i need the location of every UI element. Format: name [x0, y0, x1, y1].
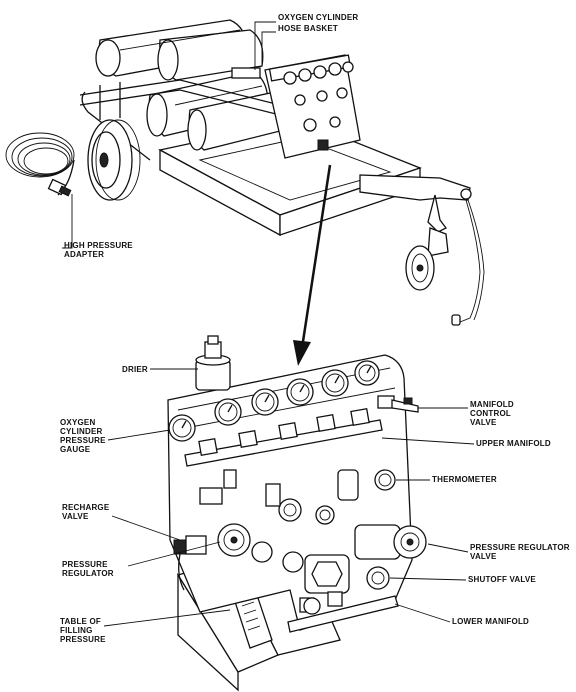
detail-arrow [293, 164, 332, 366]
tow-bar [359, 174, 472, 233]
label-recharge-valve: RECHARGE VALVE [62, 503, 110, 521]
hose-basket [87, 119, 141, 201]
chain [451, 199, 485, 326]
pressure-regulator [217, 523, 273, 563]
label-oxygen-cylinder: OXYGEN CYLINDER [278, 13, 359, 22]
middle-valves [199, 469, 359, 525]
label-upper-manifold: UPPER MANIFOLD [476, 439, 551, 448]
label-oxygen-cylinder-pressure-gauge: OXYGEN CYLINDER PRESSURE GAUGE [60, 418, 106, 454]
label-drier: DRIER [122, 365, 148, 374]
upper-manifold [184, 407, 383, 467]
label-thermometer: THERMOMETER [432, 475, 497, 484]
thermometer [374, 469, 396, 491]
label-hose-basket: HOSE BASKET [278, 24, 338, 33]
label-high-pressure-adapter: HIGH PRESSURE ADAPTER [64, 241, 133, 259]
high-pressure-adapter-fitting [47, 178, 72, 197]
label-shutoff-valve: SHUTOFF VALVE [468, 575, 536, 584]
label-pressure-regulator: PRESSURE REGULATOR [62, 560, 114, 578]
shutoff-valve [282, 551, 390, 594]
manifold-detail [167, 335, 427, 692]
lower-manifold [287, 591, 399, 633]
pressure-regulator-valve [354, 524, 427, 560]
label-pressure-regulator-valve: PRESSURE REGULATOR VALVE [470, 543, 570, 561]
label-manifold-control-valve: MANIFOLD CONTROL VALVE [470, 400, 514, 427]
manifold-control-valve [377, 395, 419, 413]
leader-lines [62, 21, 475, 627]
cart-manifold-panel [231, 54, 361, 159]
drier [195, 335, 231, 391]
oxygen-cart [5, 19, 485, 326]
upper-gauge-row [168, 360, 380, 442]
caster-wheel [405, 227, 449, 291]
label-lower-manifold: LOWER MANIFOLD [452, 617, 530, 626]
label-table-of-filling-pressure: TABLE OF FILLING PRESSURE [60, 617, 106, 644]
coiled-hose [5, 132, 75, 196]
